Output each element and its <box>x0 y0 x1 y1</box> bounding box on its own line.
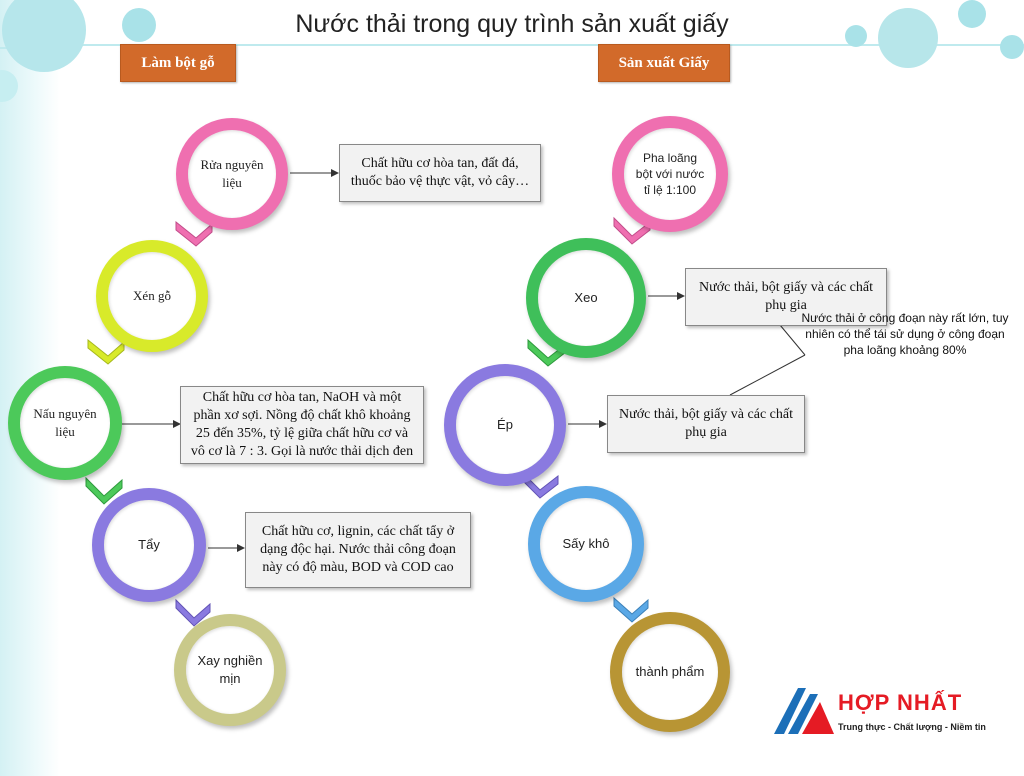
step-say-kho: Sấy khô <box>528 486 644 602</box>
step-pha-loang-bot: Pha loãng bột với nước tỉ lệ 1:100 <box>612 116 728 232</box>
wastewater-box-tay: Chất hữu cơ, lignin, các chất tẩy ở dạng… <box>245 512 471 588</box>
step-label: Xén gỗ <box>133 288 171 304</box>
wastewater-box-xeo: Nước thải, bột giấy và các chất phụ gia <box>685 268 887 326</box>
step-rua-nguyen-lieu: Rửa nguyên liệu <box>176 118 288 230</box>
reuse-note: Nước thải ở công đoạn này rất lớn, tuy n… <box>801 311 1009 358</box>
header-left: Làm bột gỗ <box>120 44 236 82</box>
step-xeo: Xeo <box>526 238 646 358</box>
company-logo-name: HỢP NHẤT <box>838 690 963 715</box>
step-thanh-pham: thành phẩm <box>610 612 730 732</box>
step-label: Ép <box>497 417 513 433</box>
step-label: thành phẩm <box>635 664 705 680</box>
decorative-bubble <box>122 8 156 42</box>
page-title: Nước thải trong quy trình sản xuất giấy <box>295 10 729 38</box>
step-label: Xay nghiền mịn <box>197 653 263 686</box>
header-right: Sản xuất Giấy <box>598 44 730 82</box>
decorative-bubble <box>958 0 986 28</box>
decorative-line-top <box>60 44 1024 46</box>
decorative-bubble <box>1000 35 1024 59</box>
step-xen-go: Xén gỗ <box>96 240 208 352</box>
step-nau-nguyen-lieu: Nấu nguyên liệu <box>8 366 122 480</box>
step-label: Sấy khô <box>562 536 610 552</box>
step-label: Rửa nguyên liệu <box>200 157 264 190</box>
step-label: Tẩy <box>138 537 160 553</box>
decorative-bubble <box>878 8 938 68</box>
step-label: Nấu nguyên liệu <box>33 406 97 439</box>
wastewater-box-nau: Chất hữu cơ hòa tan, NaOH và một phần xơ… <box>180 386 424 464</box>
step-ep: Ép <box>444 364 566 486</box>
wastewater-box-ep: Nước thải, bột giấy và các chất phụ gia <box>607 395 805 453</box>
step-label: Pha loãng bột với nước tỉ lệ 1:100 <box>635 150 705 198</box>
decorative-bubble <box>2 0 86 72</box>
decorative-bubble <box>0 70 18 102</box>
decorative-bubble <box>845 25 867 47</box>
company-logo-mark <box>774 688 834 734</box>
company-slogan: Trung thực - Chất lượng - Niềm tin <box>838 722 986 732</box>
step-tay: Tẩy <box>92 488 206 602</box>
wastewater-box-rua: Chất hữu cơ hòa tan, đất đá, thuốc bảo v… <box>339 144 541 202</box>
step-xay-nghien-min: Xay nghiền mịn <box>174 614 286 726</box>
step-label: Xeo <box>574 290 598 306</box>
